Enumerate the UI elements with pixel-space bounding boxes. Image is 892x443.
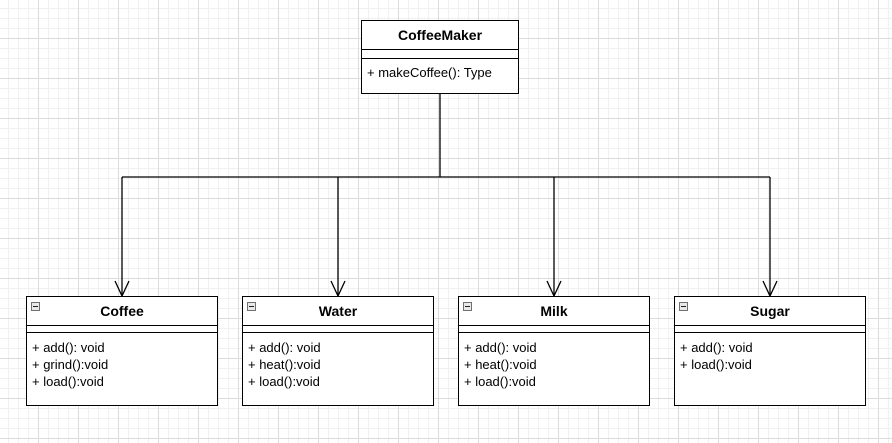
class-name: Milk: [540, 303, 568, 319]
arrowhead-sugar: [762, 280, 778, 298]
collapse-icon[interactable]: [463, 302, 472, 311]
class-coffee[interactable]: Coffee + add(): void + grind():void + lo…: [26, 296, 218, 406]
class-header: Water: [243, 297, 433, 326]
collapse-icon[interactable]: [247, 302, 256, 311]
class-attributes: [243, 326, 433, 333]
class-attributes: [27, 326, 217, 333]
operation: + load():void: [680, 357, 752, 372]
class-operations: + add(): void + heat():void + load():voi…: [243, 333, 433, 390]
class-attributes: [675, 326, 865, 333]
class-header: Milk: [459, 297, 649, 326]
class-name: Sugar: [750, 303, 790, 319]
arrowhead-water: [330, 280, 346, 298]
class-operations: + add(): void + heat():void + load():voi…: [459, 333, 649, 390]
class-water[interactable]: Water + add(): void + heat():void + load…: [242, 296, 434, 406]
operation: + load():void: [248, 374, 320, 389]
class-name: Water: [318, 303, 358, 319]
class-attributes: [362, 50, 518, 59]
class-header: Sugar: [675, 297, 865, 326]
operation: + add(): void: [32, 340, 105, 355]
operation: + grind():void: [32, 357, 109, 372]
operation: + add(): void: [464, 340, 537, 355]
class-attributes: [459, 326, 649, 333]
operation: + load():void: [32, 374, 104, 389]
class-operations: + add(): void + load():void: [675, 333, 865, 373]
class-milk[interactable]: Milk + add(): void + heat():void + load(…: [458, 296, 650, 406]
collapse-icon[interactable]: [31, 302, 40, 311]
class-header: Coffee: [27, 297, 217, 326]
class-operations: + makeCoffee(): Type: [362, 59, 518, 81]
class-name: Coffee: [100, 303, 144, 319]
operation: + makeCoffee(): Type: [367, 65, 492, 80]
operation: + add(): void: [680, 340, 753, 355]
arrowhead-coffee: [114, 280, 130, 298]
operation: + add(): void: [248, 340, 321, 355]
collapse-icon[interactable]: [679, 302, 688, 311]
class-sugar[interactable]: Sugar + add(): void + load():void: [674, 296, 866, 406]
class-header: CoffeeMaker: [362, 21, 518, 50]
class-operations: + add(): void + grind():void + load():vo…: [27, 333, 217, 390]
arrowhead-milk: [546, 280, 562, 298]
operation: + load():void: [464, 374, 536, 389]
class-coffeemaker[interactable]: CoffeeMaker + makeCoffee(): Type: [361, 20, 519, 94]
operation: + heat():void: [464, 357, 537, 372]
class-name: CoffeeMaker: [397, 27, 483, 43]
operation: + heat():void: [248, 357, 321, 372]
